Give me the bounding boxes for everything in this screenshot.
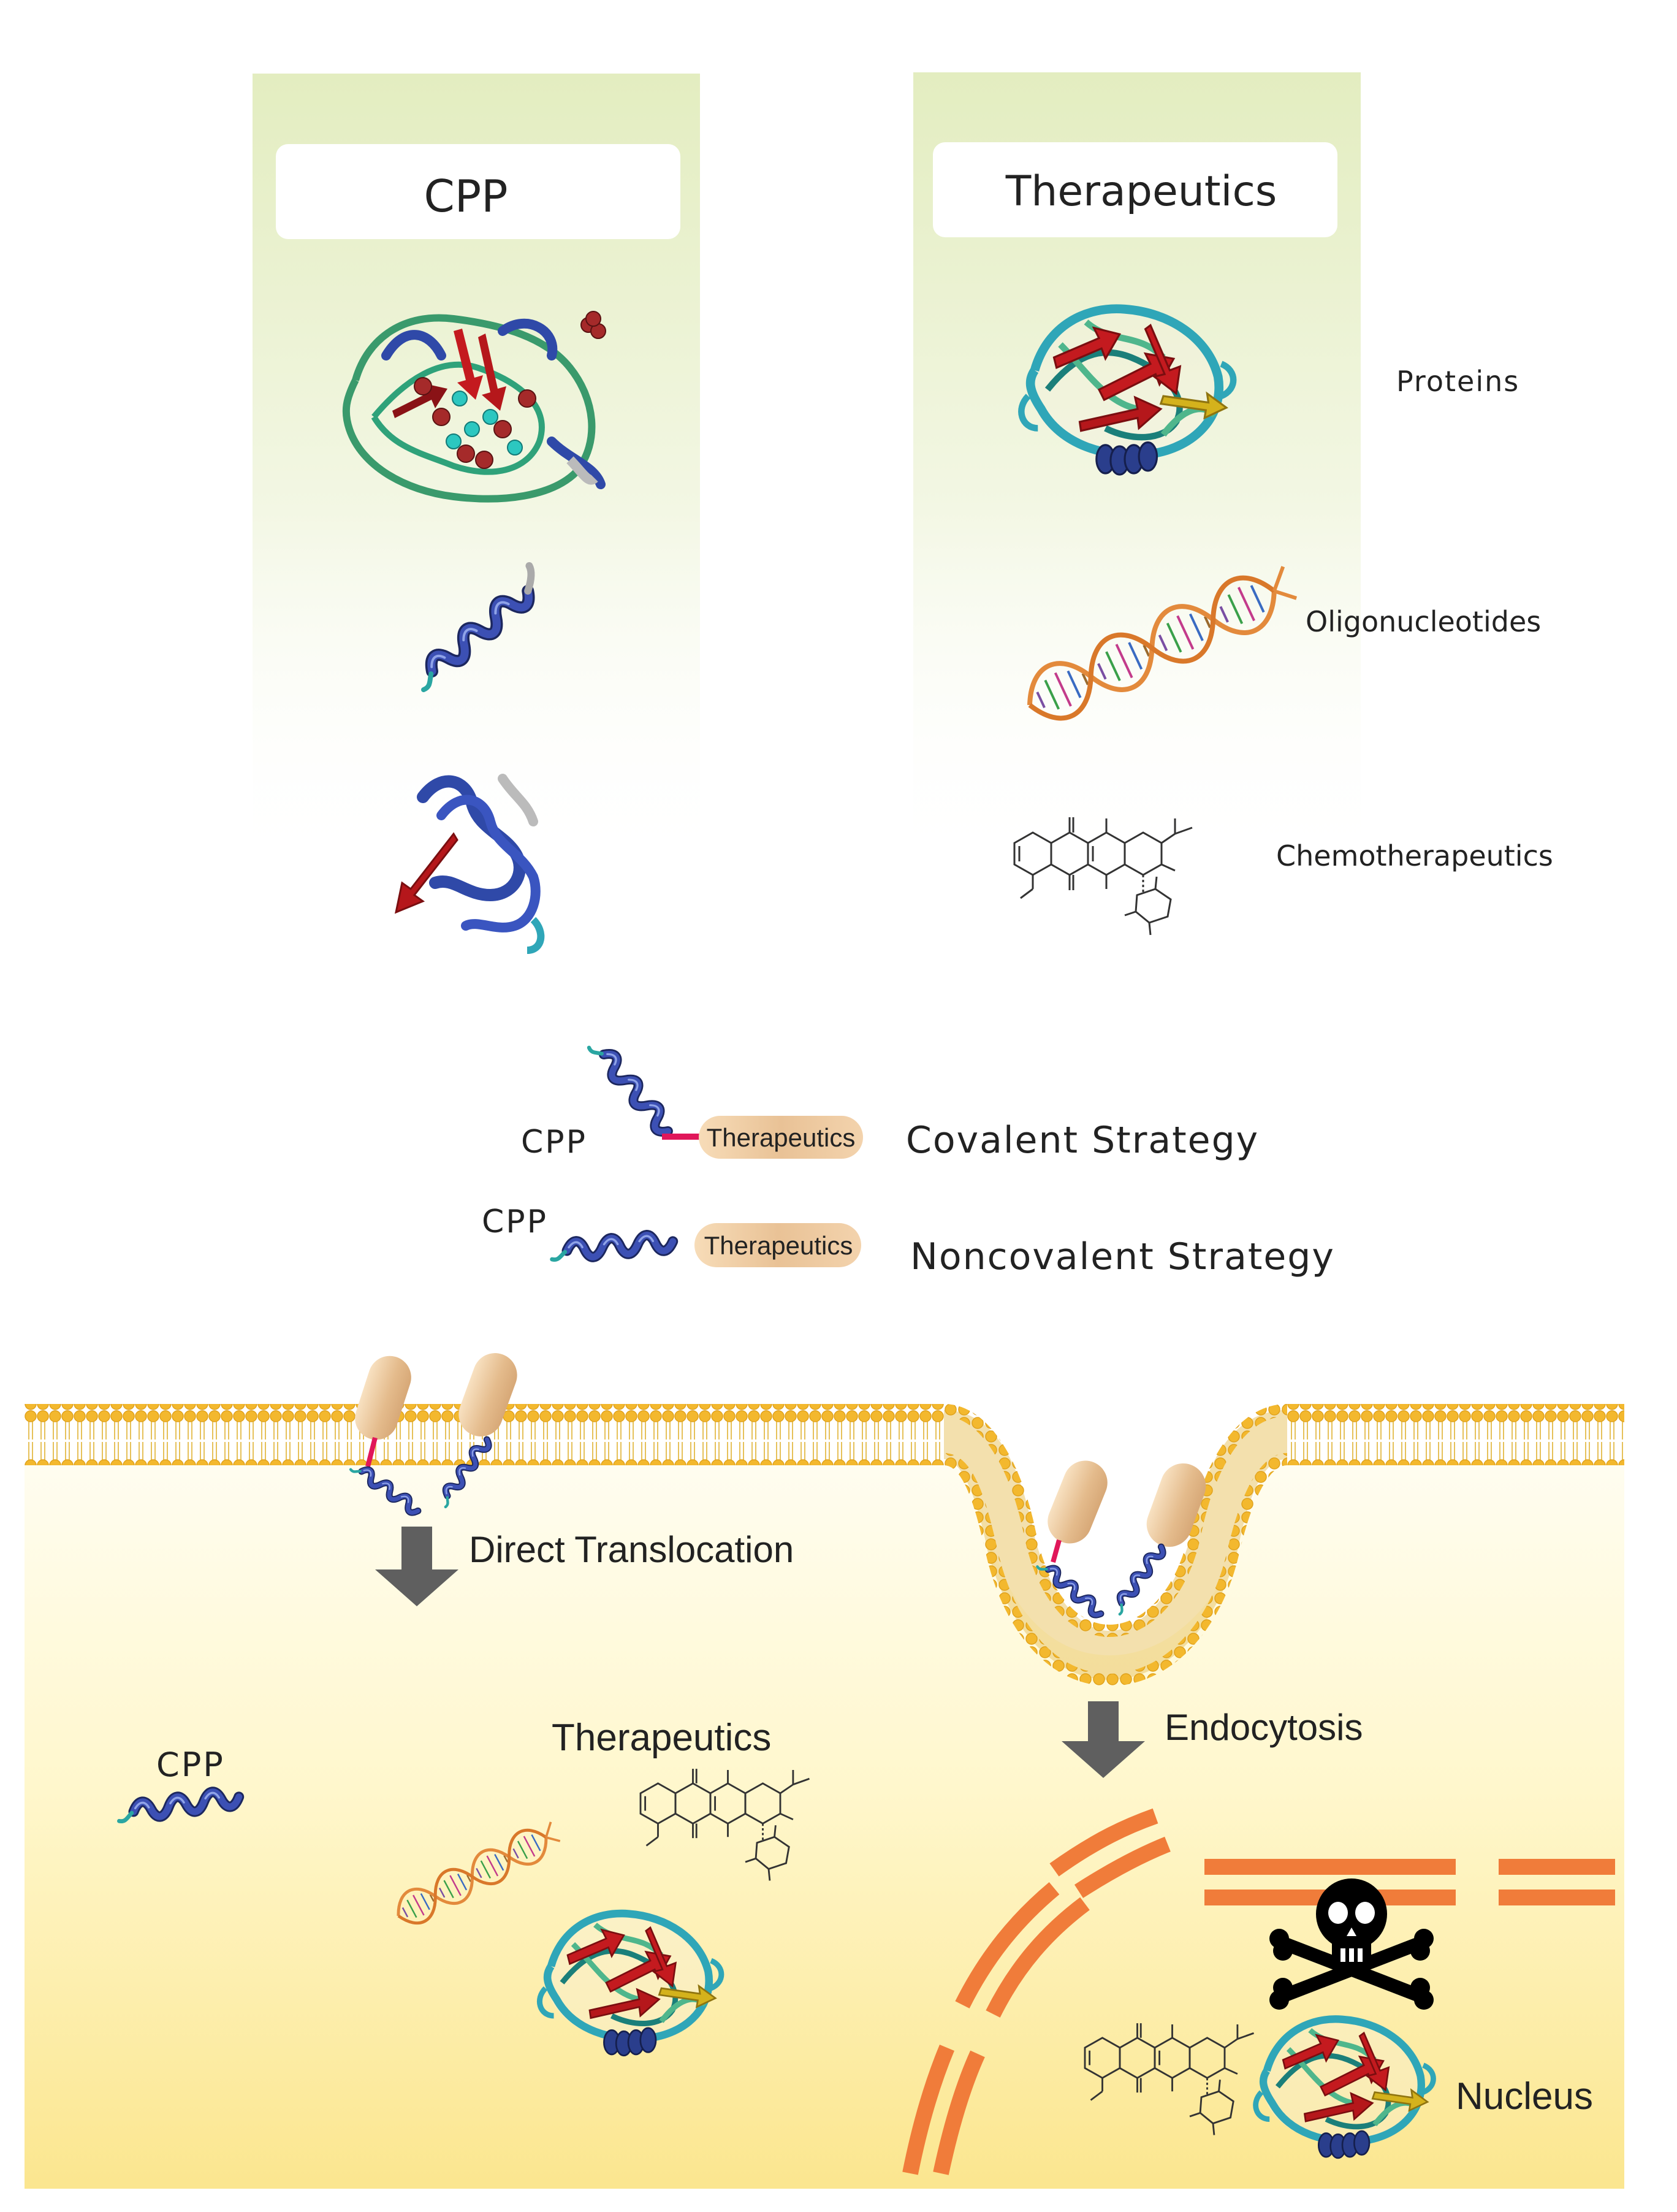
- covalent-cargo-capsule: [699, 1116, 863, 1159]
- cytoplasm-cpp-label: CPP: [156, 1745, 225, 1784]
- direct-complex-covalent: [349, 1356, 421, 1516]
- membrane-bilayer-right: [1287, 1404, 1624, 1465]
- oligonucleotides-label: Oligonucleotides: [1306, 605, 1541, 638]
- endocytosis-complex-covalent: [1037, 1460, 1114, 1618]
- chemotherapeutics-label: Chemotherapeutics: [1276, 839, 1553, 872]
- covalent-strategy-label: Covalent Strategy: [906, 1119, 1259, 1162]
- covalent-cargo-label: Therapeutics: [707, 1123, 856, 1152]
- noncovalent-strategy-label: Noncovalent Strategy: [910, 1235, 1335, 1278]
- covalent-cpp-label: CPP: [521, 1124, 587, 1161]
- membrane-invagination: [941, 1410, 1289, 1680]
- proteins-label: Proteins: [1396, 365, 1519, 398]
- cpp-helix-sheet-structure: [394, 774, 545, 954]
- therapeutics-title-box: [933, 142, 1337, 237]
- noncovalent-cpp-helix: [550, 1233, 674, 1260]
- cytoplasm-therapeutics-label: Therapeutics: [552, 1717, 771, 1759]
- direct-translocation-label: Direct Translocation: [469, 1529, 794, 1570]
- covalent-cpp-helix: [588, 1038, 674, 1136]
- noncovalent-cargo-capsule: [694, 1223, 861, 1267]
- nucleus-envelope: [902, 1808, 1615, 2175]
- cpp-panel-title: CPP: [424, 170, 508, 222]
- cpp-title-box: [276, 144, 680, 239]
- direct-complex-noncovalent: [437, 1353, 517, 1508]
- direct-translocation-arrow-icon: [375, 1527, 458, 1606]
- nucleus-label: Nucleus: [1456, 2075, 1593, 2118]
- endocytosis-arrow-icon: [1062, 1701, 1145, 1778]
- cell-membrane: [25, 1404, 1624, 1687]
- noncovalent-cpp-label: CPP: [482, 1203, 548, 1240]
- therapeutics-panel-title: Therapeutics: [1005, 167, 1277, 216]
- endocytosis-label: Endocytosis: [1165, 1707, 1363, 1748]
- cpp-alpha-helix: [406, 562, 548, 691]
- skull-crossbones-icon: [1269, 1878, 1434, 2010]
- cytoplasm-region: [25, 1465, 1624, 2189]
- noncovalent-cargo-label: Therapeutics: [704, 1231, 853, 1260]
- endocytosis-complex-noncovalent: [1111, 1463, 1206, 1615]
- cpp-globular-structure: [342, 311, 606, 503]
